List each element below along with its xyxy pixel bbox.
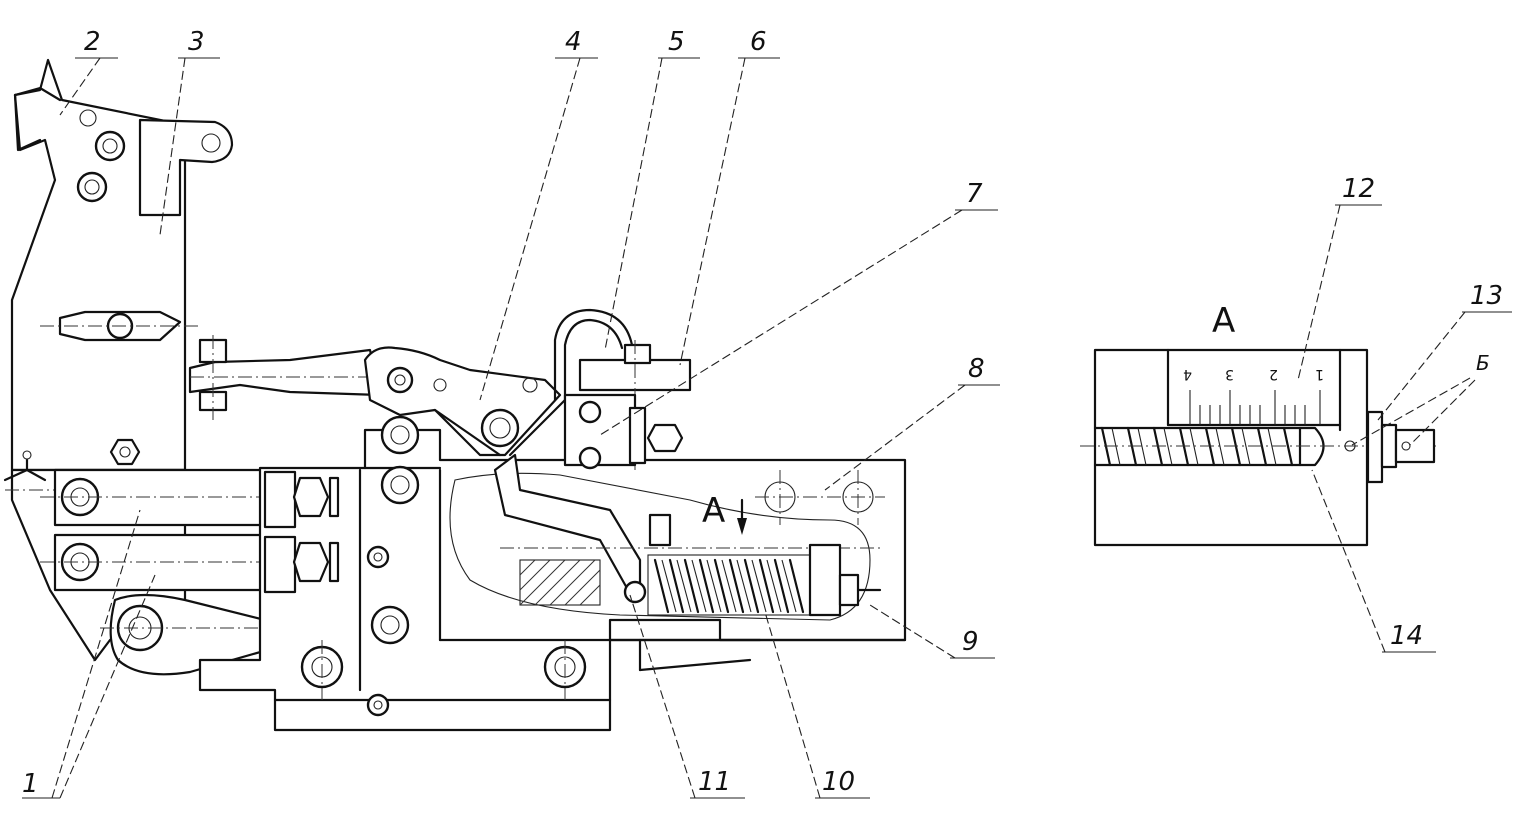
label-b: Б — [1476, 351, 1490, 375]
label-5: 5 — [668, 27, 685, 57]
part-2-claw — [13, 86, 62, 152]
main-assembly: A — [3, 58, 907, 732]
scale-tick-4: 4 — [1183, 366, 1192, 382]
label-4: 4 — [565, 27, 582, 57]
cutaway-outline — [449, 472, 871, 621]
label-9: 9 — [962, 627, 979, 657]
label-13: 13 — [1470, 281, 1503, 311]
view-marker-a: A — [702, 491, 725, 531]
label-7: 7 — [966, 179, 983, 209]
part-5-hook — [553, 308, 634, 402]
label-12: 12 — [1342, 174, 1375, 204]
housing-bolts — [300, 415, 885, 717]
scale: 4 3 2 1 — [1183, 366, 1324, 425]
view-a-title: A — [1212, 301, 1235, 341]
part-labels: 1 2 3 4 5 6 7 8 9 10 11 12 13 14 Б — [22, 27, 1503, 799]
scale-tick-2: 2 — [1269, 366, 1278, 382]
scale-tick-3: 3 — [1225, 366, 1234, 382]
part-11-pawl — [493, 453, 642, 592]
view-a: A 4 3 2 1 — [1080, 204, 1512, 653]
hatched-section — [519, 559, 601, 606]
label-8: 8 — [968, 354, 985, 384]
view-a-spring — [1080, 410, 1440, 484]
label-11: 11 — [698, 767, 731, 797]
leader-lines — [22, 57, 1000, 799]
label-3: 3 — [188, 27, 205, 57]
view-arrow: A — [702, 491, 747, 535]
label-10: 10 — [822, 767, 855, 797]
label-14: 14 — [1390, 621, 1423, 651]
scale-tick-1: 1 — [1315, 366, 1324, 382]
part-10-spring — [647, 543, 882, 617]
hex-nut — [109, 438, 141, 466]
label-6: 6 — [750, 27, 767, 57]
label-2: 2 — [84, 27, 101, 57]
part-3-bracket — [138, 118, 234, 217]
label-1: 1 — [22, 769, 39, 799]
